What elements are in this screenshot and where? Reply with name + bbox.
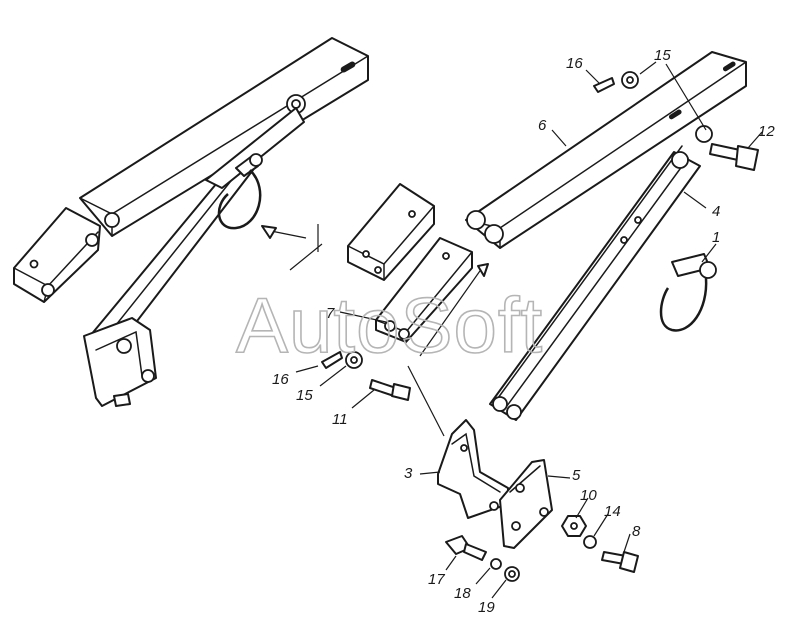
callout-16-right: 16 bbox=[566, 55, 583, 72]
callout-4: 4 bbox=[712, 203, 720, 220]
pin-1 bbox=[659, 253, 717, 332]
callout-14: 14 bbox=[604, 503, 621, 520]
callout-11: 11 bbox=[332, 411, 348, 428]
callout-18: 18 bbox=[454, 585, 471, 602]
callout-5: 5 bbox=[572, 467, 581, 484]
watermark-text: AutoSoft bbox=[236, 281, 543, 369]
callout-19: 19 bbox=[478, 599, 495, 616]
center-bracket-lower bbox=[375, 237, 473, 343]
bolt-8 bbox=[601, 551, 639, 573]
washer-15-on-beam bbox=[695, 125, 713, 143]
callout-3: 3 bbox=[404, 465, 413, 482]
left-end-bracket bbox=[13, 207, 101, 303]
right-link-4 bbox=[489, 145, 701, 421]
left-lower-plate bbox=[83, 317, 157, 407]
washer-18 bbox=[490, 558, 502, 570]
callout-15-right: 15 bbox=[654, 47, 671, 64]
bracket-3 bbox=[437, 419, 509, 519]
washer-14 bbox=[583, 535, 597, 549]
center-bracket-upper bbox=[347, 183, 435, 281]
callout-8: 8 bbox=[632, 523, 641, 540]
left-main-beam bbox=[79, 37, 369, 237]
screw-16-left bbox=[321, 351, 343, 369]
left-frame-assembly bbox=[13, 37, 369, 407]
callout-17: 17 bbox=[428, 571, 445, 588]
callout-10: 10 bbox=[580, 487, 597, 504]
left-safety-chain bbox=[217, 169, 262, 230]
bolt-17 bbox=[445, 535, 487, 561]
callout-1: 1 bbox=[712, 229, 720, 246]
plate-5 bbox=[499, 459, 553, 549]
callout-7: 7 bbox=[326, 305, 335, 322]
callout-12: 12 bbox=[758, 123, 775, 140]
right-beam-6 bbox=[465, 51, 747, 249]
left-upper-brace bbox=[205, 107, 305, 189]
bolt-12 bbox=[709, 143, 759, 171]
callout-6: 6 bbox=[538, 117, 547, 134]
screw-16-right bbox=[593, 77, 615, 93]
nut-10 bbox=[561, 515, 587, 537]
bolt-11 bbox=[369, 379, 411, 401]
callout-16-left: 16 bbox=[272, 371, 289, 388]
callout-15-left: 15 bbox=[296, 387, 313, 404]
